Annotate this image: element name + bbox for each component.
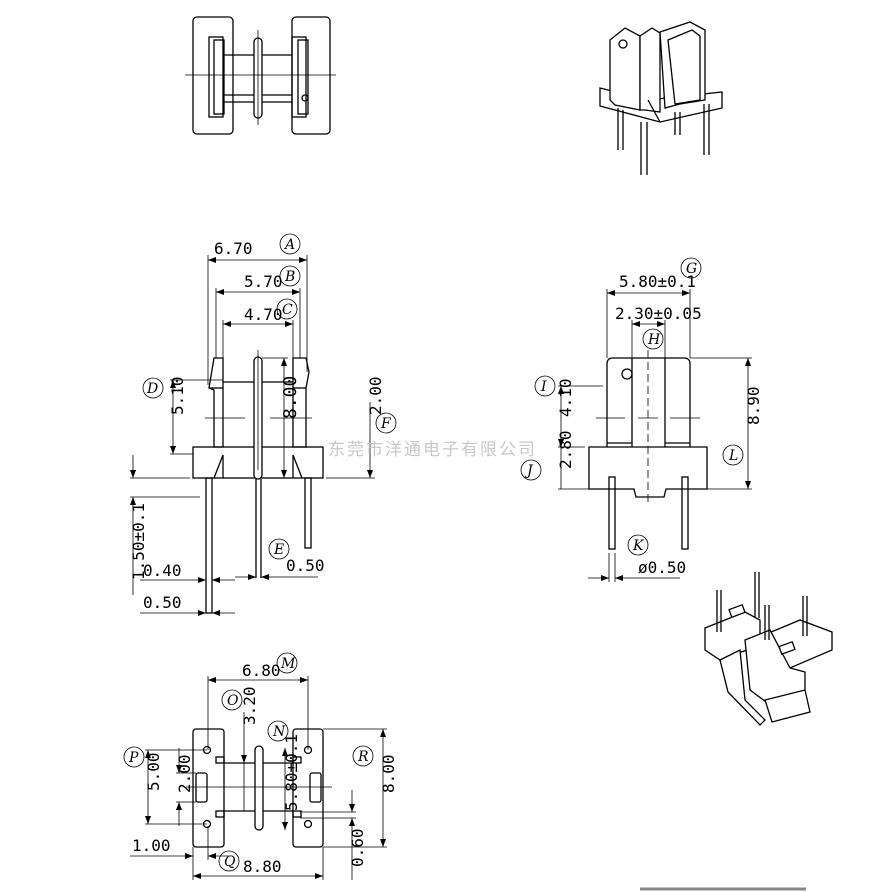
watermark: 东莞市洋通电子有限公司 xyxy=(328,440,537,460)
svg-text:E: E xyxy=(273,542,284,558)
svg-text:B: B xyxy=(284,269,295,285)
svg-text:K: K xyxy=(632,538,645,554)
offset-value: 1.00 xyxy=(132,836,171,855)
label-i: I xyxy=(534,375,556,397)
pin-width-2-value: 0.50 xyxy=(143,593,182,612)
dim-i-value: 4.10 xyxy=(556,378,575,417)
pin-offset-value: 1.50±0.1 xyxy=(129,503,148,580)
svg-text:N: N xyxy=(272,724,286,740)
label-e: E xyxy=(268,538,290,560)
height-value: 8.00 xyxy=(280,376,301,419)
isometric-view-bottom xyxy=(704,572,833,726)
dim-m-value: 6.80 xyxy=(242,661,281,680)
dim-b-value: 5.70 xyxy=(244,272,283,291)
label-h: H xyxy=(642,328,664,350)
svg-text:F: F xyxy=(380,416,392,432)
label-p: P xyxy=(123,746,145,768)
svg-text:G: G xyxy=(686,261,697,277)
isometric-view-top xyxy=(599,21,723,175)
label-r: R xyxy=(352,745,374,767)
label-k: K xyxy=(627,534,649,556)
dim-e-value: 0.50 xyxy=(286,556,325,575)
dim-p-value: 5.00 xyxy=(144,752,163,791)
svg-text:O: O xyxy=(227,693,239,709)
svg-text:M: M xyxy=(280,656,296,672)
svg-text:D: D xyxy=(146,381,158,397)
dim-d-value: 5.10 xyxy=(168,376,187,415)
front-view: 6.70 5.70 4.70 5.10 8.00 2.00 0.50 1.50±… xyxy=(129,233,397,616)
label-l: L xyxy=(722,444,744,466)
dim-r-value: 8.00 xyxy=(379,754,398,793)
dim-g-value: 5.80±0.1 xyxy=(619,272,696,291)
dim-n-value: 5.80±0.1 xyxy=(282,734,301,811)
label-c: C xyxy=(276,298,298,320)
dim-h-value: 2.30±0.05 xyxy=(615,304,702,323)
dim-o-value: 3.20 xyxy=(240,686,259,725)
top-view xyxy=(185,16,336,135)
svg-text:A: A xyxy=(283,237,295,253)
dim-f-value: 2.00 xyxy=(366,376,385,415)
label-a: A xyxy=(279,233,301,255)
label-o: O xyxy=(221,689,243,711)
dim-a-value: 6.70 xyxy=(214,239,253,258)
dim-c-value: 4.70 xyxy=(244,305,283,324)
dim-j-value: 2.80 xyxy=(556,430,575,469)
pin-width-1-value: 0.40 xyxy=(143,561,182,580)
svg-text:R: R xyxy=(357,749,369,765)
label-f: F xyxy=(375,412,397,434)
bottom-view: 6.80 3.20 5.80±0.1 5.00 2.00 8.00 1.00 8… xyxy=(123,652,398,880)
label-g: G xyxy=(680,257,702,279)
svg-text:P: P xyxy=(128,750,139,766)
dim-q-value: 8.80 xyxy=(243,857,282,876)
slot-value: 2.00 xyxy=(175,754,194,793)
side-view: 5.80±0.1 2.30±0.05 4.10 2.80 8.90 ø0.50 … xyxy=(520,257,763,582)
svg-text:I: I xyxy=(540,379,547,395)
label-b: B xyxy=(279,265,301,287)
svg-text:Q: Q xyxy=(224,854,236,870)
label-n: N xyxy=(267,720,289,742)
label-m: M xyxy=(276,652,298,674)
label-q: Q xyxy=(218,850,240,872)
dim-k-value: ø0.50 xyxy=(638,558,686,577)
label-j: J xyxy=(520,459,542,481)
svg-text:L: L xyxy=(728,448,738,464)
dim-l-value: 8.90 xyxy=(744,386,763,425)
svg-text:J: J xyxy=(524,463,534,479)
pin-pitch-value: 0.60 xyxy=(348,828,367,867)
svg-text:H: H xyxy=(647,332,661,348)
svg-text:C: C xyxy=(282,302,293,318)
label-d: D xyxy=(142,377,164,399)
